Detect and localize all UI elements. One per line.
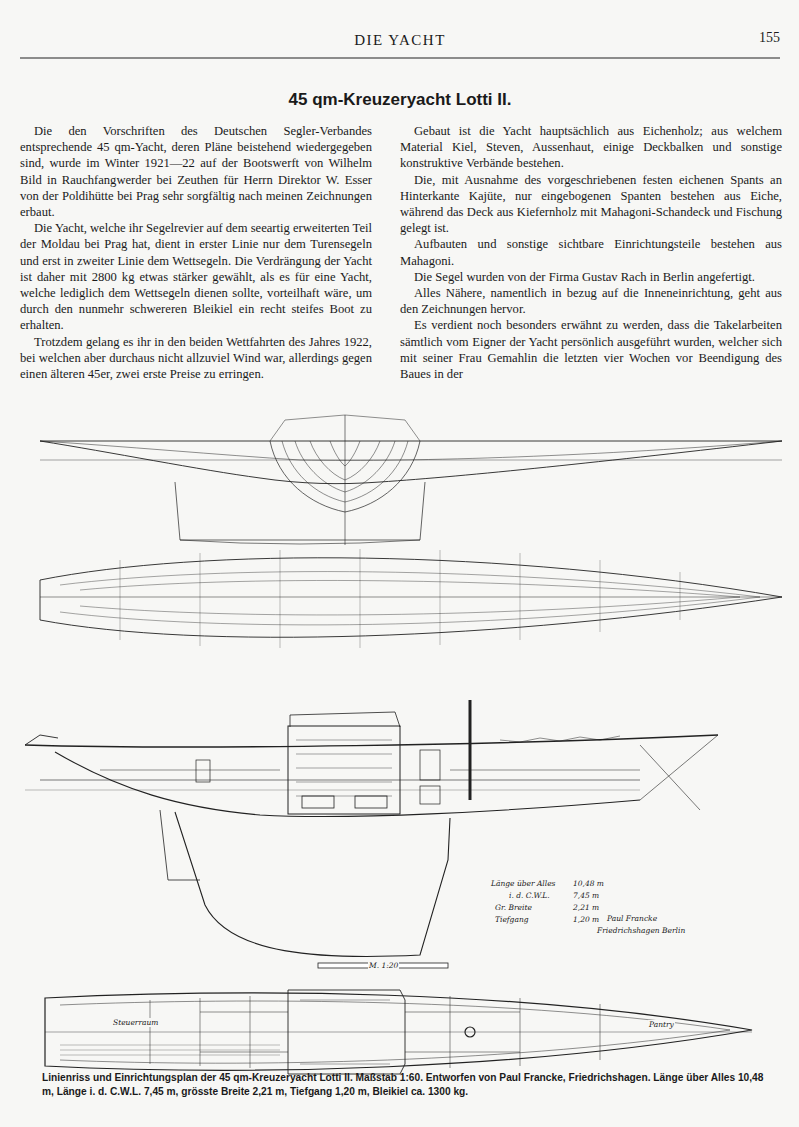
body-paragraph: Die Segel wurden von der Firma Gustav Ra… xyxy=(400,269,782,285)
body-paragraph: Die den Vorschriften des Deutschen Segle… xyxy=(20,123,372,220)
designer-signature: Paul Francke xyxy=(606,914,658,923)
half-breadth-plan xyxy=(40,549,782,648)
profile-drawing xyxy=(25,700,718,957)
scale-label: M. 1:20 xyxy=(368,961,399,970)
dimension-name: Gr. Breite xyxy=(494,903,533,912)
body-paragraph: Es verdient noch besonders erwähnt zu we… xyxy=(400,317,782,382)
room-label: Steuerraum xyxy=(112,1018,159,1027)
designer-signature: Friedrichshagen Berlin xyxy=(596,926,686,935)
body-paragraph: Die Yacht, welche ihr Segelrevier auf de… xyxy=(20,220,372,333)
lines-plan xyxy=(40,415,782,545)
body-paragraph: Alles Nähere, namentlich in bezug auf di… xyxy=(400,285,782,317)
body-paragraph: Aufbauten und sonstige sichtbare Einrich… xyxy=(400,236,782,268)
room-label: Pantry xyxy=(648,1020,675,1029)
body-paragraph: Gebaut ist die Yacht hauptsächlich aus E… xyxy=(400,123,782,172)
dimension-name: Länge über Alles xyxy=(490,879,556,888)
body-paragraph: Trotzdem gelang es ihr in den beiden Wet… xyxy=(20,334,372,383)
article-title: 45 qm-Kreuzeryacht Lotti II. xyxy=(20,90,780,110)
dimension-name: i. d. C.W.L. xyxy=(508,891,551,900)
body-paragraph: Die, mit Ausnahme des vorgeschriebenen f… xyxy=(400,172,782,237)
dimension-value: 10,48 m xyxy=(572,879,605,888)
figure-caption: Linienriss und Einrichtungsplan der 45 q… xyxy=(42,1071,767,1099)
dimension-value: 2,21 m xyxy=(572,903,600,912)
dimension-value: 7,45 m xyxy=(572,891,600,900)
page-number: 155 xyxy=(735,30,780,46)
dimension-name: Tiefgang xyxy=(494,915,530,924)
running-header: DIE YACHT xyxy=(20,32,780,49)
dimension-value: 1,20 m xyxy=(572,915,600,924)
deck-plan xyxy=(45,990,752,1074)
